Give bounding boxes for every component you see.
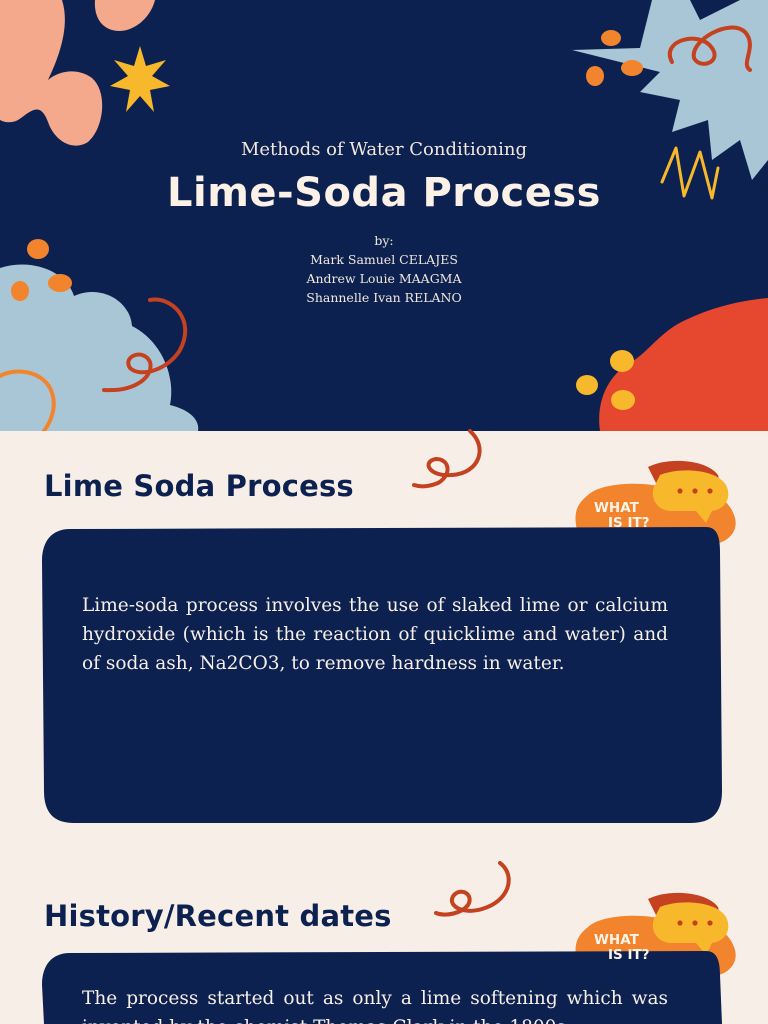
author-name: Andrew Louie MAAGMA <box>306 271 462 286</box>
rust-squiggle <box>667 25 752 72</box>
orange-dot <box>27 239 49 259</box>
orange-ring-squiggle <box>0 369 56 431</box>
orange-dot <box>601 30 621 46</box>
yellow-star-shape <box>110 46 170 112</box>
yellow-dot <box>611 390 635 410</box>
what-is-it-label: WHAT IS IT? <box>594 933 650 963</box>
orange-dot <box>621 60 643 76</box>
rust-curl-squiggle <box>102 297 188 393</box>
yellow-dot <box>576 375 598 395</box>
content-panel-background <box>42 527 722 823</box>
orange-dot <box>586 66 604 86</box>
decorative-shapes <box>0 0 768 431</box>
what-is-it-slide: Lime Soda Process WHAT IS IT? Lime-soda … <box>0 429 768 861</box>
rust-squiggle <box>434 861 511 917</box>
author-byline: by: Mark Samuel CELAJES Andrew Louie MAA… <box>0 231 768 307</box>
red-blob-shape <box>599 298 768 431</box>
yellow-zigzag <box>660 146 720 200</box>
decorative-shapes <box>42 429 736 823</box>
bubble-text-line: IS IT? <box>608 947 650 963</box>
bubble-text-line: WHAT <box>594 500 639 516</box>
orange-dot <box>48 274 72 292</box>
author-name: Shannelle Ivan RELANO <box>306 290 462 305</box>
rust-squiggle <box>412 429 482 489</box>
section-body-text: The process started out as only a lime s… <box>82 988 668 1024</box>
history-slide: History/Recent dates WHAT IS IT? The pro… <box>0 861 768 1024</box>
yellow-dot <box>610 350 634 372</box>
title-slide: Methods of Water Conditioning Lime-Soda … <box>0 0 768 431</box>
content-panel-background <box>42 951 722 1024</box>
by-label: by: <box>374 233 394 248</box>
section-heading: Lime Soda Process <box>44 469 354 503</box>
light-blue-spiky-shape <box>572 0 768 180</box>
orange-dot <box>11 281 29 301</box>
decorative-shapes <box>42 861 736 1024</box>
bubble-text-line: IS IT? <box>608 515 650 531</box>
presentation-title: Lime-Soda Process <box>167 170 601 216</box>
what-is-it-label: WHAT IS IT? <box>594 501 650 531</box>
section-body-text: Lime-soda process involves the use of sl… <box>82 595 668 674</box>
peach-flower-shape <box>0 0 155 146</box>
presentation-subtitle: Methods of Water Conditioning <box>240 139 528 160</box>
author-name: Mark Samuel CELAJES <box>310 252 458 267</box>
section-heading: History/Recent dates <box>44 899 392 933</box>
bubble-text-line: WHAT <box>594 932 639 948</box>
